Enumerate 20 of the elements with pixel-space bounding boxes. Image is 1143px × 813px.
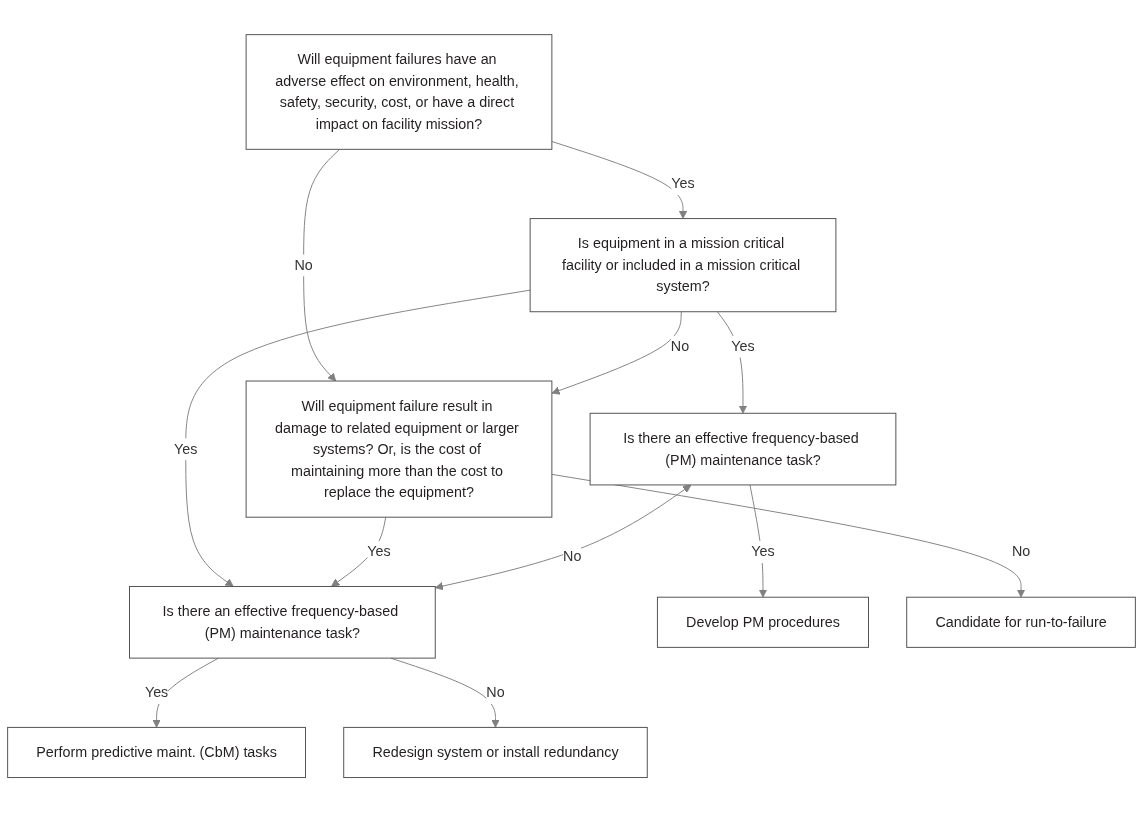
node-box: Develop PM procedures <box>656 597 869 649</box>
edge-label: Yes <box>367 543 391 560</box>
edge-label: No <box>1011 543 1031 560</box>
node-box: Is there an effective frequency-based (PM) maintenance task? <box>589 413 897 486</box>
edge-label: Yes <box>751 543 775 560</box>
node-box: Is equipment in a mission critical facility or included in a mission critical system? <box>529 218 837 313</box>
edge-label: No <box>486 684 505 701</box>
edge-label: Yes <box>174 440 198 457</box>
node-box: Will equipment failures have an adverse effect on environment, health, safety, security, cost, or have a direct impact on facility mission? <box>245 34 553 151</box>
node-box: Redesign system or install redundancy <box>343 727 648 779</box>
edge-label: No <box>670 337 690 355</box>
edge-label: Yes <box>731 337 755 355</box>
node-box: Candidate for run-to-failure <box>906 597 1136 649</box>
edge-label: Yes <box>671 175 695 192</box>
edge-label: No <box>294 256 313 273</box>
edge-label: No <box>563 548 582 565</box>
edge-label: Yes <box>144 684 169 701</box>
node-box: Perform predictive maint. (CbM) tasks <box>7 727 306 779</box>
node-box: Is there an effective frequency-based (PM) maintenance task? <box>129 586 436 659</box>
node-box: Will equipment failure result in damage to related equipment or larger systems? Or, is the cost of maintaining more than the cost to replace the equipment? <box>245 380 553 519</box>
